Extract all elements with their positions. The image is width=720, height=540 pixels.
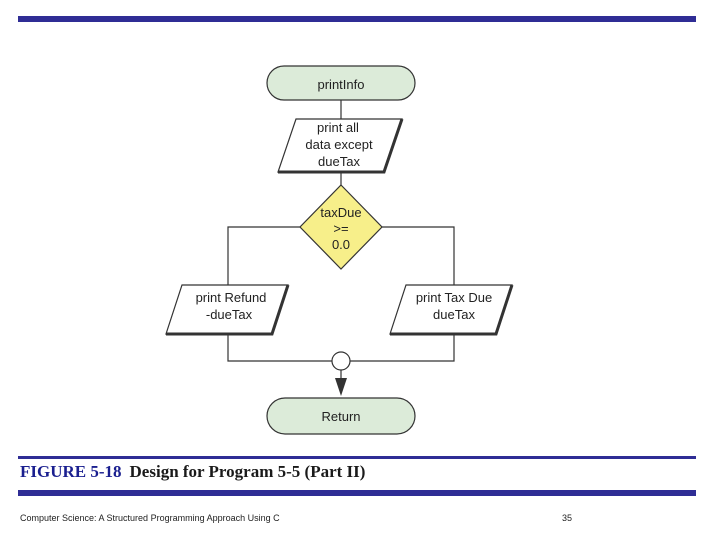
connector-left-to-join — [227, 334, 332, 362]
top-rule — [18, 16, 696, 22]
decision-line-1: taxDue — [320, 205, 361, 220]
figure-title: Design for Program 5-5 (Part II) — [129, 462, 366, 481]
decision-line-2: >= — [333, 221, 348, 236]
join-connector-circle — [331, 351, 351, 371]
start-terminal-shape — [266, 65, 416, 101]
print-all-line-3: dueTax — [318, 154, 360, 169]
return-terminal-label: Return — [321, 409, 360, 424]
footer-source: Computer Science: A Structured Programmi… — [20, 513, 280, 523]
figure-caption: FIGURE 5-18 Design for Program 5-5 (Part … — [20, 462, 365, 482]
flowchart-diagram: printInfo print all data except dueTax t… — [165, 65, 514, 435]
print-tax-due-line-1: print Tax Due — [416, 290, 492, 305]
arrow-head-icon — [335, 378, 347, 396]
decision-diamond-shape — [299, 184, 383, 270]
connector-decision-left — [227, 226, 300, 285]
return-terminal-shape — [266, 397, 416, 435]
print-all-line-2: data except — [305, 137, 373, 152]
page-number: 35 — [562, 513, 573, 523]
print-all-line-1: print all — [317, 120, 359, 135]
start-terminal-label: printInfo — [318, 77, 365, 92]
print-tax-due-line-2: dueTax — [433, 307, 475, 322]
caption-rule — [18, 456, 696, 459]
print-refund-io-shadow — [166, 284, 290, 336]
connector-decision-right — [382, 226, 455, 285]
decision-line-3: 0.0 — [332, 237, 350, 252]
flowchart-connectors — [227, 100, 455, 382]
bottom-rule — [18, 490, 696, 496]
figure-number: FIGURE 5-18 — [20, 462, 122, 481]
print-all-io-shadow — [278, 118, 404, 174]
print-refund-line-1: print Refund — [196, 290, 267, 305]
connector-right-to-join — [350, 334, 455, 362]
print-refund-line-2: -dueTax — [206, 307, 253, 322]
print-tax-due-io-shadow — [390, 284, 514, 336]
